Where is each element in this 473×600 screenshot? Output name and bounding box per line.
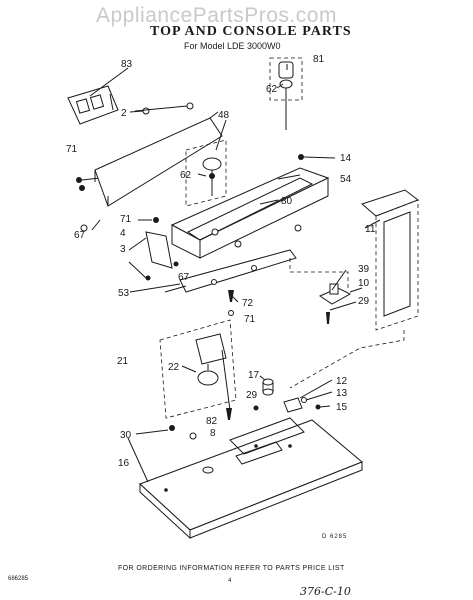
- part-2-screws: [129, 102, 194, 115]
- callout-2: 2: [121, 108, 127, 119]
- callout-29-right: 29: [358, 296, 370, 307]
- callout-83: 83: [121, 59, 133, 70]
- callout-71-left: 71: [66, 144, 78, 155]
- model-subtitle: For Model LDE 3000W0: [184, 41, 281, 51]
- callout-11: 11: [365, 224, 376, 235]
- part-71-screw-mid: [153, 217, 159, 223]
- callout-62-top: 62: [266, 84, 278, 95]
- part-17-cylinder: [262, 378, 274, 396]
- callout-16: 16: [118, 458, 130, 469]
- part-39-switch: [318, 283, 363, 305]
- callout-71-center: 71: [244, 314, 256, 325]
- part-67-screw: [80, 224, 88, 232]
- callout-15: 15: [336, 402, 348, 413]
- page-number: 4: [228, 578, 232, 584]
- part-29-screw-center: [253, 405, 259, 411]
- callout-4: 4: [120, 228, 126, 239]
- part-4-bracket: [128, 231, 179, 281]
- part-54-console-housing: [170, 167, 330, 259]
- diagram-code: D 6285: [322, 534, 348, 540]
- handwritten-note: 376-C-10: [300, 585, 351, 598]
- part-48-knob-assembly: [185, 139, 227, 207]
- part-12-clip: [283, 397, 321, 413]
- callout-82: 82: [206, 416, 218, 427]
- callout-12: 12: [336, 376, 348, 387]
- part-72-screw: [228, 290, 234, 316]
- callout-3: 3: [120, 244, 126, 255]
- callout-53: 53: [118, 288, 130, 299]
- part-console-trim: [94, 111, 223, 207]
- callout-48: 48: [218, 110, 230, 121]
- part-71-screws: [76, 177, 101, 191]
- part-81-knob: [269, 57, 303, 130]
- callout-13: 13: [336, 388, 348, 399]
- callout-62-mid: 62: [180, 170, 192, 181]
- sheet-id: 686285: [8, 576, 29, 582]
- callout-leaders: [89, 64, 381, 483]
- part-21-timer: [159, 319, 237, 419]
- callout-29-center: 29: [246, 390, 258, 401]
- part-53-support-bar: [164, 249, 297, 293]
- part-14-screw: [298, 154, 336, 160]
- callout-81: 81: [313, 54, 325, 65]
- part-83-panel: [67, 85, 119, 125]
- diagram-title: TOP AND CONSOLE PARTS: [150, 24, 352, 39]
- part-82-screw: [189, 408, 232, 440]
- callout-17: 17: [248, 370, 260, 381]
- part-30-screw: [169, 425, 175, 431]
- callout-10: 10: [358, 278, 370, 289]
- callout-72: 72: [242, 298, 254, 309]
- callout-67-left: 67: [74, 230, 86, 241]
- watermark: AppliancePartsPros.com: [96, 4, 337, 27]
- callout-8: 8: [210, 428, 216, 439]
- callout-14: 14: [340, 153, 352, 164]
- part-16-top-panel: [139, 417, 363, 540]
- ordering-note: FOR ORDERING INFORMATION REFER TO PARTS …: [118, 565, 345, 572]
- callout-39: 39: [358, 264, 370, 275]
- part-29-screw: [326, 312, 330, 324]
- callout-22: 22: [168, 362, 180, 373]
- callout-30: 30: [120, 430, 132, 441]
- part-11-panel: [360, 189, 420, 331]
- callout-67-bracket: 67: [178, 272, 190, 283]
- callout-80: 80: [281, 196, 293, 207]
- callout-54: 54: [340, 174, 352, 185]
- callout-21: 21: [117, 356, 129, 367]
- callout-71-mid: 71: [120, 214, 132, 225]
